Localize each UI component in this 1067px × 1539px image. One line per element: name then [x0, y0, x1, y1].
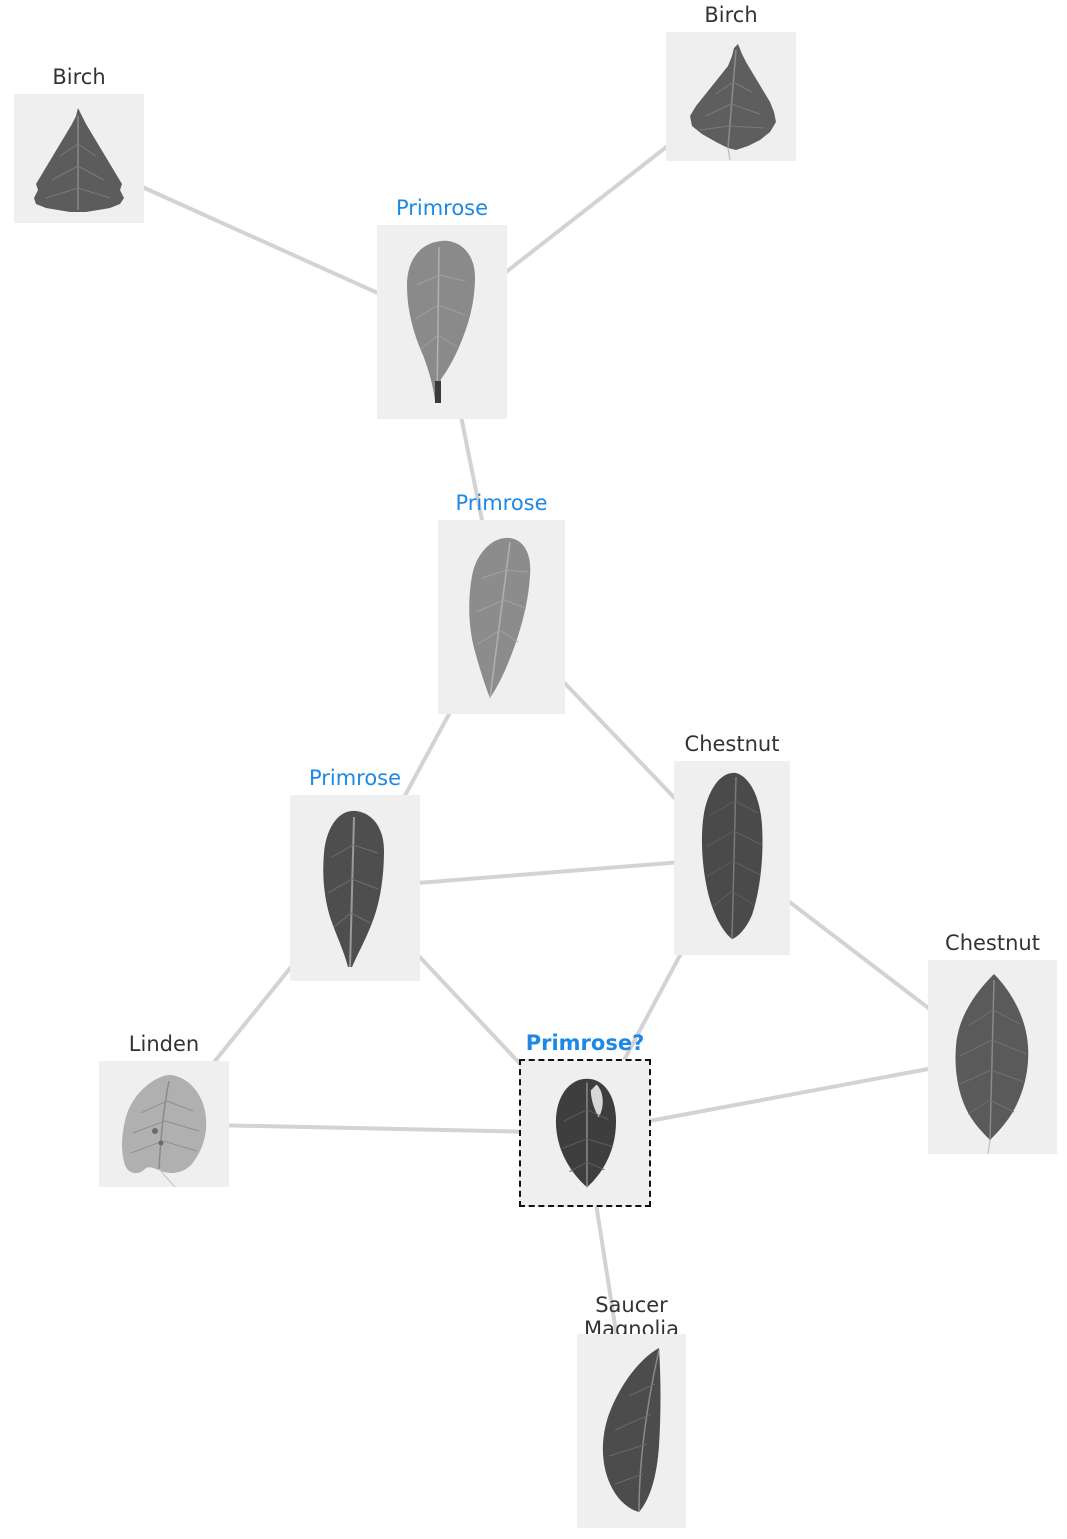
leaf-thumbnail — [674, 761, 790, 955]
primrose-leaf-icon — [407, 240, 475, 403]
node-label: Birch — [704, 3, 758, 27]
leaf-thumbnail — [377, 225, 507, 419]
edge-query-chestnut_right — [583, 1055, 995, 1135]
node-primrose-mid[interactable]: Primrose — [438, 491, 565, 714]
leaf-thumbnail — [577, 1334, 686, 1528]
leaf-thumbnail — [438, 520, 565, 714]
leaf-thumbnail — [928, 960, 1057, 1154]
query-leaf-icon — [555, 1078, 617, 1188]
birch-leaf-icon — [34, 108, 124, 212]
node-label: Saucer Magnolia — [583, 1293, 679, 1341]
primrose-leaf-icon — [323, 810, 384, 968]
node-label: Linden — [128, 1032, 200, 1056]
node-label: Birch — [52, 65, 106, 89]
leaf-thumbnail — [290, 795, 420, 981]
leaf-thumbnail — [14, 94, 144, 223]
primrose-leaf-icon — [469, 537, 531, 699]
node-chestnut-mid[interactable]: Chestnut — [674, 732, 790, 955]
node-saucer-magnolia[interactable]: Saucer Magnolia — [577, 1293, 686, 1528]
query-label: Primrose? — [525, 1031, 645, 1055]
linden-leaf-icon — [122, 1075, 207, 1187]
node-primrose-left[interactable]: Primrose — [290, 766, 420, 981]
node-birch-right[interactable]: Birch — [666, 3, 796, 161]
node-label: Primrose — [395, 196, 489, 220]
node-linden[interactable]: Linden — [99, 1032, 229, 1187]
chestnut-leaf-icon — [701, 772, 763, 940]
node-label: Chestnut — [684, 732, 780, 756]
leaf-thumbnail — [519, 1059, 651, 1207]
leaf-thumbnail — [666, 32, 796, 161]
leaf-thumbnail — [99, 1061, 229, 1187]
node-label: Chestnut — [945, 931, 1040, 955]
node-birch-left[interactable]: Birch — [14, 65, 144, 223]
node-label: Primrose — [308, 766, 402, 790]
node-primrose-top[interactable]: Primrose — [377, 196, 507, 419]
edge-linden-query — [162, 1122, 587, 1135]
saucer-magnolia-leaf-icon — [602, 1348, 661, 1513]
node-query[interactable]: Primrose? — [519, 1031, 651, 1207]
birch-leaf-icon — [690, 44, 776, 161]
node-label: Primrose — [455, 491, 548, 515]
chestnut-leaf-icon — [955, 974, 1029, 1154]
node-chestnut-right[interactable]: Chestnut — [928, 931, 1057, 1154]
